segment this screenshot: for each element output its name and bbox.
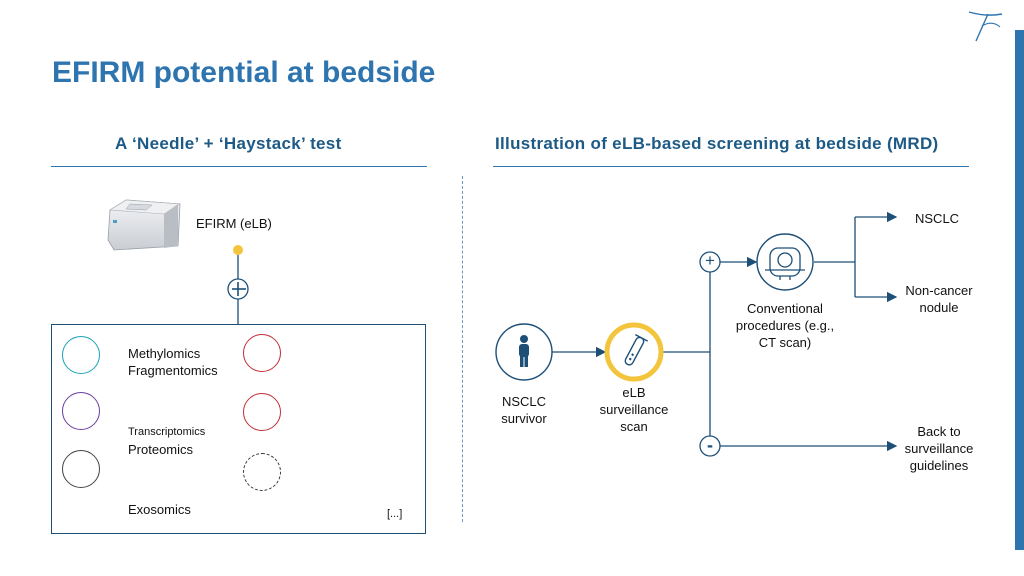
scan-label: eLB surveillance scan <box>599 385 669 434</box>
efirm-device-icon <box>104 196 184 257</box>
ct-scanner-icon <box>765 247 805 280</box>
outcome-back-label: Back to surveillance guidelines <box>904 424 974 473</box>
device-label: EFIRM (eLB) <box>196 216 272 231</box>
exosomics-ring-icon <box>62 450 100 488</box>
omics-panel <box>51 324 426 534</box>
outcome-nodule-label: Non-cancer nodule <box>905 283 973 315</box>
outcome-nsclc-label: NSCLC <box>915 211 960 226</box>
positive-result-icon: + <box>705 251 715 270</box>
right-section-heading: Illustration of eLB-based screening at b… <box>495 134 939 153</box>
fragmentomics-label: Fragmentomics <box>128 363 218 378</box>
left-section-heading: A ‘Needle’ + ‘Haystack’ test <box>115 134 342 153</box>
elb-scan-circle <box>604 322 664 382</box>
more-omics-label: [...] <box>387 508 403 520</box>
page-title: EFIRM potential at bedside <box>52 56 436 89</box>
proteomics-ring-icon <box>243 393 281 431</box>
methylomics-ring-icon <box>62 336 100 374</box>
brand-logo-icon <box>966 8 1006 49</box>
negative-result-icon: - <box>707 435 713 455</box>
section-divider <box>462 176 463 522</box>
exosomics-label: Exosomics <box>128 502 191 517</box>
person-icon <box>519 335 529 367</box>
methylomics-label: Methylomics <box>128 346 201 361</box>
right-heading-rule <box>493 166 969 167</box>
right-accent-bar <box>1015 30 1024 550</box>
proteomics-label: Proteomics <box>128 442 194 457</box>
transcriptomics-label: Transcriptomics <box>128 426 206 438</box>
more-omics-ring-icon <box>243 453 281 491</box>
sample-dot-icon <box>233 245 243 255</box>
left-heading-rule <box>51 166 427 167</box>
fragmentomics-ring-icon <box>243 334 281 372</box>
conventional-procedures-label: Conventional procedures (e.g., CT scan) <box>735 301 835 350</box>
test-tube-icon <box>624 333 649 366</box>
transcriptomics-ring-icon <box>62 392 100 430</box>
survivor-label: NSCLC survivor <box>501 394 547 426</box>
ct-circle <box>756 233 814 291</box>
